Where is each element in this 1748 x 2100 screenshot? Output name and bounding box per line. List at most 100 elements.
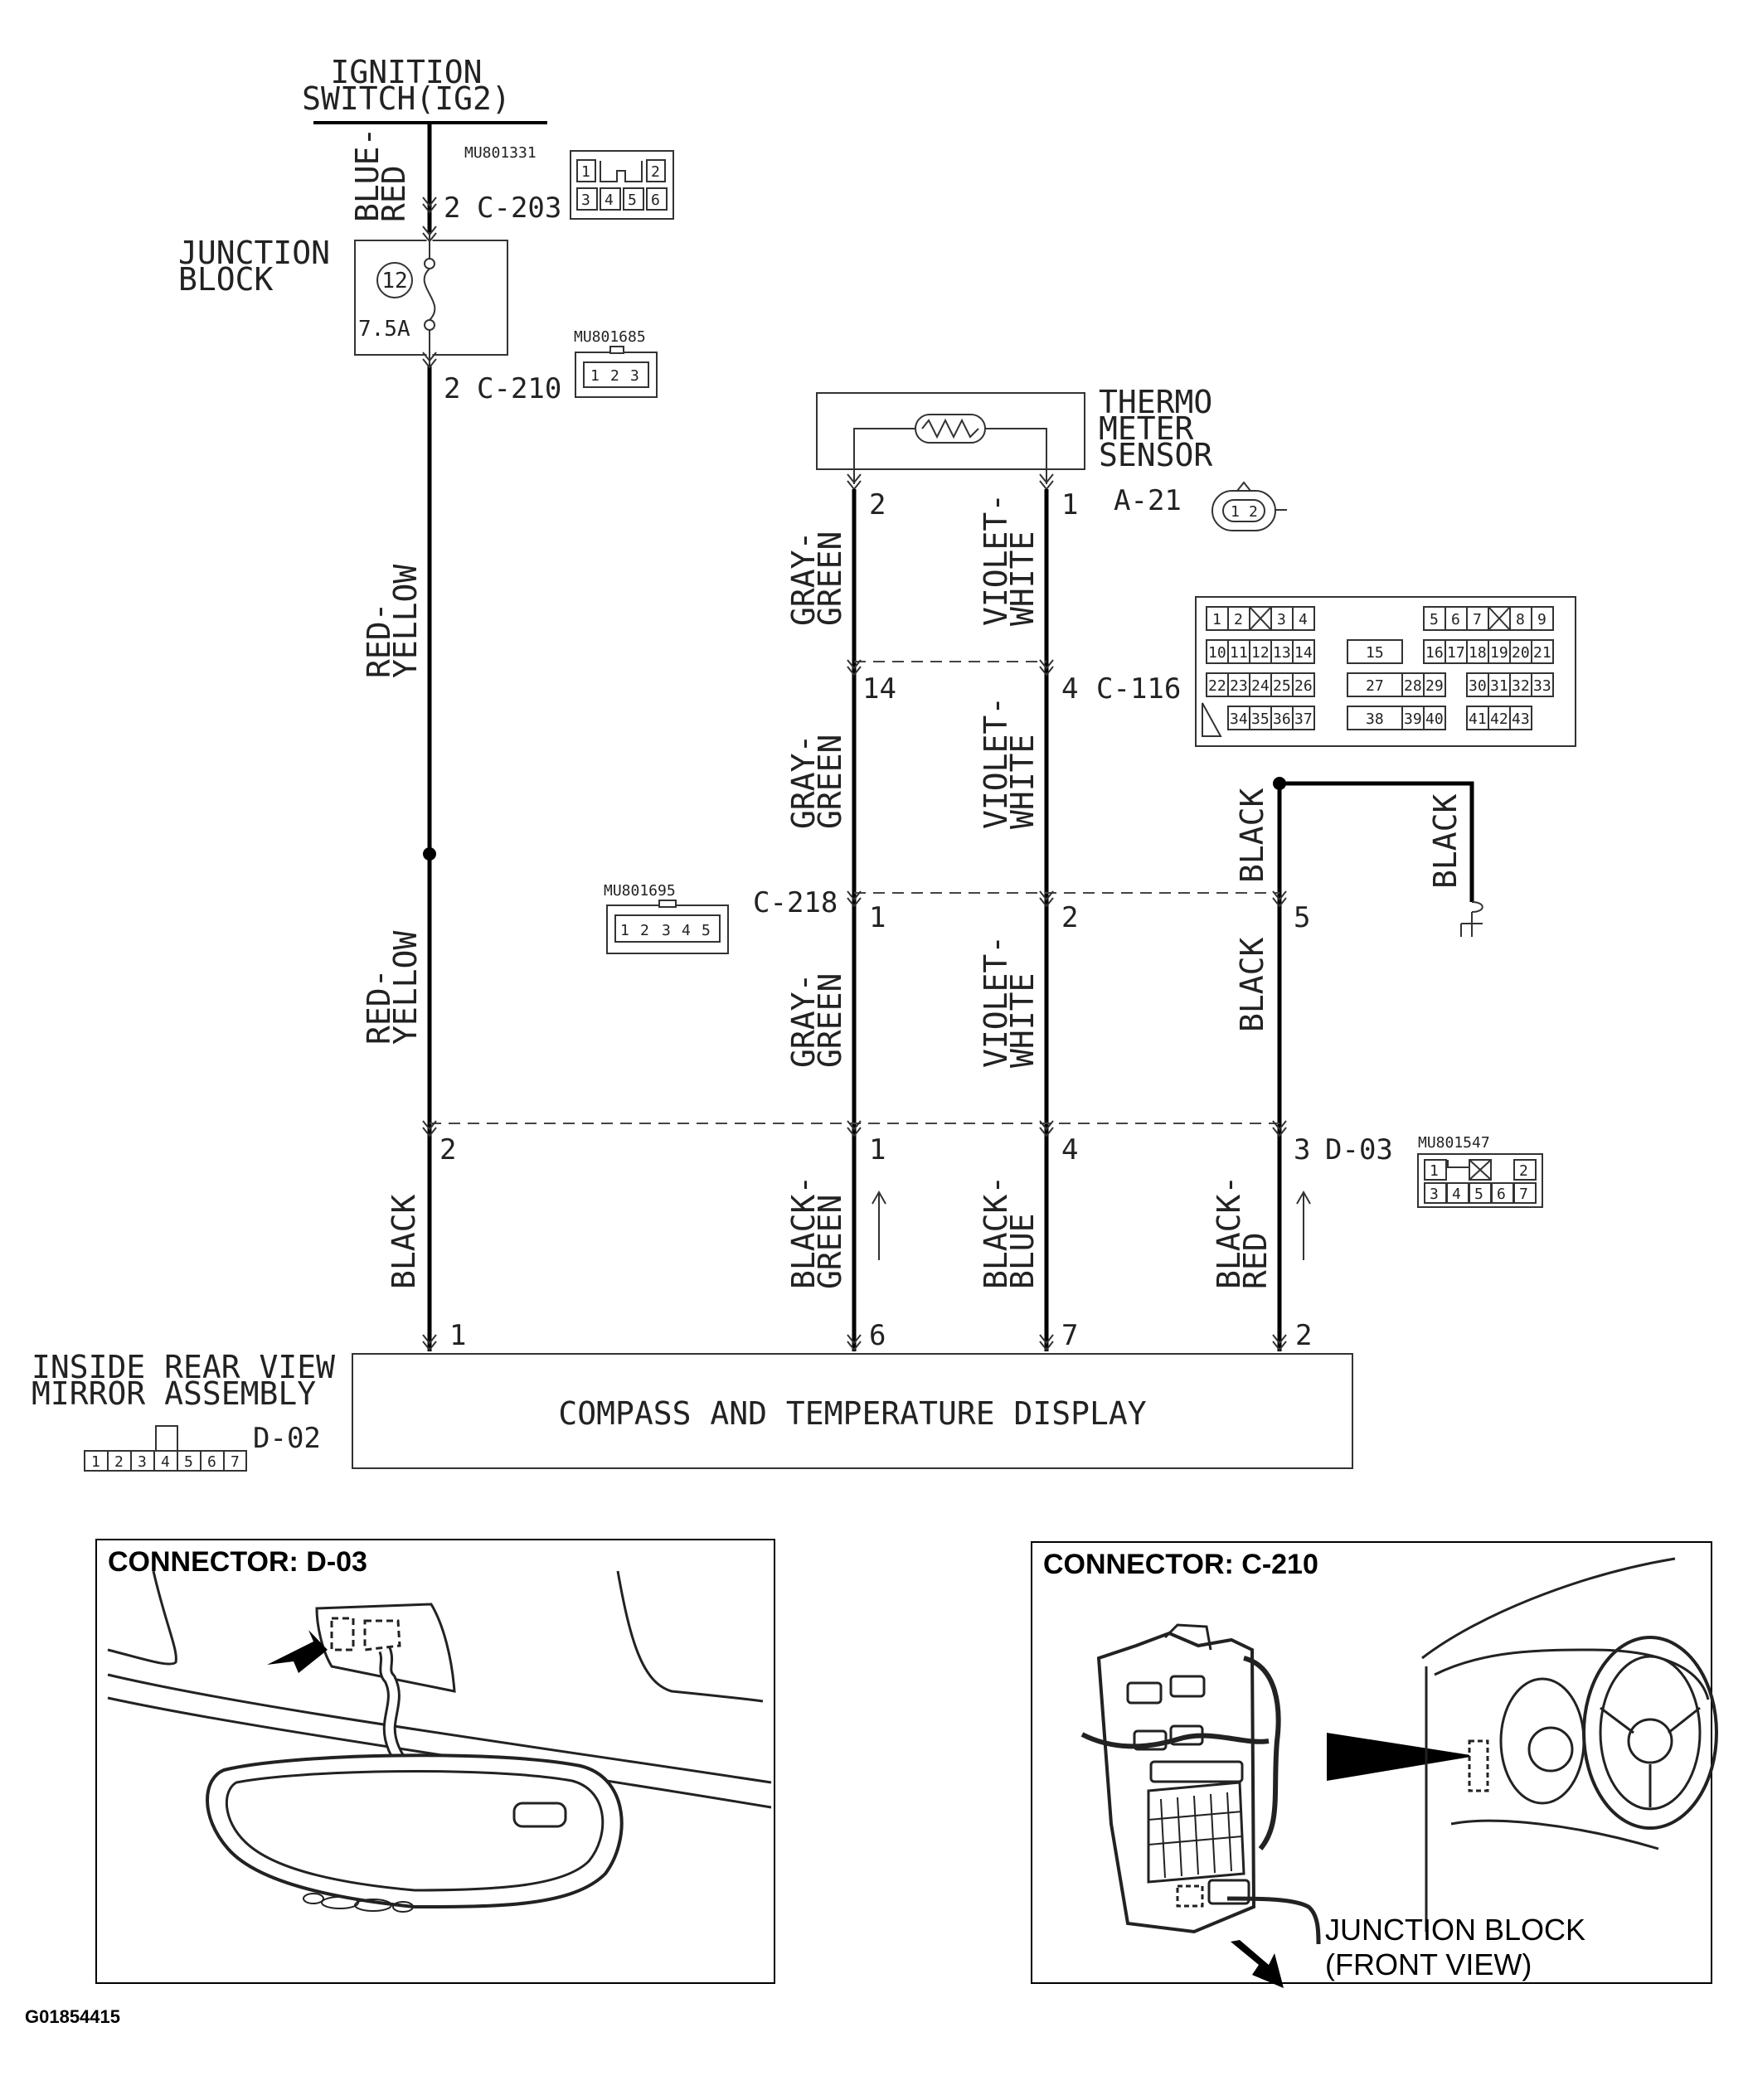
svg-text:RED-: RED- bbox=[361, 968, 397, 1045]
svg-text:JUNCTION BLOCK: JUNCTION BLOCK bbox=[1325, 1913, 1585, 1947]
c218-pin-violet-white: 2 bbox=[1061, 901, 1078, 934]
svg-text:1: 1 bbox=[590, 367, 600, 385]
svg-text:2: 2 bbox=[610, 367, 619, 385]
c116-pin-gray-green: 14 bbox=[862, 672, 896, 706]
d02-id: D-02 bbox=[253, 1422, 321, 1455]
svg-text:10: 10 bbox=[1208, 644, 1226, 662]
svg-text:MU801331: MU801331 bbox=[464, 144, 537, 162]
svg-text:SWITCH(IG2): SWITCH(IG2) bbox=[302, 80, 511, 117]
svg-text:4: 4 bbox=[1452, 1186, 1461, 1203]
wire-label-violet-white-1: VIOLET- WHITE bbox=[978, 493, 1041, 626]
d02-connector-face: 1 2 3 4 5 6 7 bbox=[84, 1425, 247, 1472]
svg-text:3: 3 bbox=[630, 367, 639, 385]
svg-text:6: 6 bbox=[651, 192, 660, 209]
svg-text:29: 29 bbox=[1425, 677, 1444, 695]
d03-connector-face: MU801547 1 2 3 4 5 6 7 bbox=[1417, 1134, 1543, 1208]
junction-block-label: JUNCTION BLOCK bbox=[178, 235, 330, 298]
svg-text:5: 5 bbox=[628, 192, 637, 209]
dashboard-illustration bbox=[1421, 1557, 1718, 1932]
svg-text:25: 25 bbox=[1273, 677, 1291, 695]
svg-text:(FRONT VIEW): (FRONT VIEW) bbox=[1325, 1947, 1532, 1981]
svg-text:15: 15 bbox=[1366, 644, 1384, 662]
a21-id: A-21 bbox=[1114, 484, 1182, 517]
svg-text:VIOLET-: VIOLET- bbox=[978, 493, 1014, 626]
junction-block-illustration bbox=[1080, 1623, 1321, 1945]
d03-pin-violet-white: 4 bbox=[1061, 1133, 1078, 1166]
sensor-pin-left: 2 bbox=[869, 488, 886, 521]
svg-text:43: 43 bbox=[1512, 711, 1530, 728]
panel-c210-caption: CONNECTOR: C-210 bbox=[1043, 1549, 1318, 1580]
svg-text:MIRROR ASSEMBLY: MIRROR ASSEMBLY bbox=[32, 1375, 316, 1412]
thermo-sensor-label: THERMO METER SENSOR bbox=[1099, 384, 1212, 473]
svg-text:7: 7 bbox=[1473, 611, 1482, 628]
d02-pin-black-green: 6 bbox=[869, 1319, 886, 1352]
svg-text:32: 32 bbox=[1512, 677, 1530, 695]
svg-text:3: 3 bbox=[1430, 1186, 1439, 1203]
mirror-mount-illustration bbox=[315, 1603, 456, 1775]
d02-pin-black-red: 2 bbox=[1295, 1319, 1312, 1352]
svg-text:5: 5 bbox=[702, 922, 711, 939]
c203-pin: 2 bbox=[444, 192, 460, 225]
svg-text:4: 4 bbox=[1299, 611, 1308, 628]
svg-text:YELLOW: YELLOW bbox=[387, 931, 424, 1045]
splice-point bbox=[423, 847, 436, 861]
svg-text:30: 30 bbox=[1469, 677, 1487, 695]
svg-text:8: 8 bbox=[1516, 611, 1525, 628]
wire-label-black-2: BLACK bbox=[1234, 937, 1270, 1032]
svg-text:27: 27 bbox=[1366, 677, 1384, 695]
svg-text:38: 38 bbox=[1366, 711, 1384, 728]
svg-text:1: 1 bbox=[91, 1453, 100, 1471]
wire-label-red-yellow-lower: RED- YELLOW bbox=[361, 931, 424, 1045]
thermistor-symbol bbox=[915, 414, 986, 444]
compass-display-label: COMPASS AND TEMPERATURE DISPLAY bbox=[558, 1395, 1146, 1432]
svg-text:2: 2 bbox=[651, 163, 660, 181]
svg-text:2: 2 bbox=[114, 1453, 124, 1471]
svg-text:6: 6 bbox=[1497, 1186, 1506, 1203]
svg-text:13: 13 bbox=[1273, 644, 1291, 662]
sensor-pin-right: 1 bbox=[1061, 488, 1078, 521]
svg-text:INSIDE REAR VIEW: INSIDE REAR VIEW bbox=[32, 1349, 335, 1385]
c210-id: C-210 bbox=[477, 372, 561, 405]
svg-text:26: 26 bbox=[1294, 677, 1313, 695]
svg-text:5: 5 bbox=[184, 1453, 193, 1471]
svg-text:24: 24 bbox=[1251, 677, 1270, 695]
fuse-rating: 7.5A bbox=[358, 317, 410, 342]
c116-id: C-116 bbox=[1096, 672, 1181, 706]
c210-connector-face: MU801685 1 2 3 bbox=[574, 328, 658, 398]
svg-text:2: 2 bbox=[640, 922, 649, 939]
svg-text:THERMO: THERMO bbox=[1099, 384, 1212, 420]
c210-pin: 2 bbox=[444, 372, 460, 405]
svg-text:VIOLET-: VIOLET- bbox=[978, 696, 1014, 829]
c218-pin-gray-green: 1 bbox=[869, 901, 886, 934]
svg-text:BLUE-: BLUE- bbox=[349, 128, 386, 222]
fuse-symbol bbox=[423, 232, 436, 365]
c218-id: C-218 bbox=[753, 886, 838, 919]
svg-text:1: 1 bbox=[1231, 503, 1240, 521]
svg-text:42: 42 bbox=[1490, 711, 1508, 728]
svg-text:RED-: RED- bbox=[361, 602, 397, 678]
svg-text:9: 9 bbox=[1537, 611, 1546, 628]
svg-text:3: 3 bbox=[581, 192, 590, 209]
svg-text:19: 19 bbox=[1490, 644, 1508, 662]
svg-text:36: 36 bbox=[1273, 711, 1291, 728]
svg-text:12: 12 bbox=[1251, 644, 1270, 662]
svg-text:7: 7 bbox=[1519, 1186, 1528, 1203]
panel-d03-caption: CONNECTOR: D-03 bbox=[108, 1546, 367, 1578]
figure-id: G01854415 bbox=[25, 2006, 120, 2027]
svg-text:6: 6 bbox=[207, 1453, 216, 1471]
locator-arrow-c210 bbox=[1231, 1940, 1284, 1988]
compass-display-box bbox=[352, 1353, 1353, 1469]
svg-text:18: 18 bbox=[1469, 644, 1487, 662]
ground-splice bbox=[1273, 777, 1286, 790]
wire-label-violet-white-3: VIOLET- WHITE bbox=[978, 935, 1041, 1068]
svg-text:22: 22 bbox=[1208, 677, 1226, 695]
svg-text:BLUE: BLUE bbox=[1004, 1213, 1041, 1289]
svg-text:BLOCK: BLOCK bbox=[178, 261, 274, 298]
c203-id: C-203 bbox=[477, 192, 561, 225]
wire-label-black-red: BLACK- RED bbox=[1211, 1176, 1274, 1289]
d02-pin-black-blue: 7 bbox=[1061, 1319, 1078, 1352]
svg-text:1: 1 bbox=[581, 163, 590, 181]
svg-text:3: 3 bbox=[1277, 611, 1286, 628]
wire-label-black-3: BLACK bbox=[386, 1194, 422, 1289]
